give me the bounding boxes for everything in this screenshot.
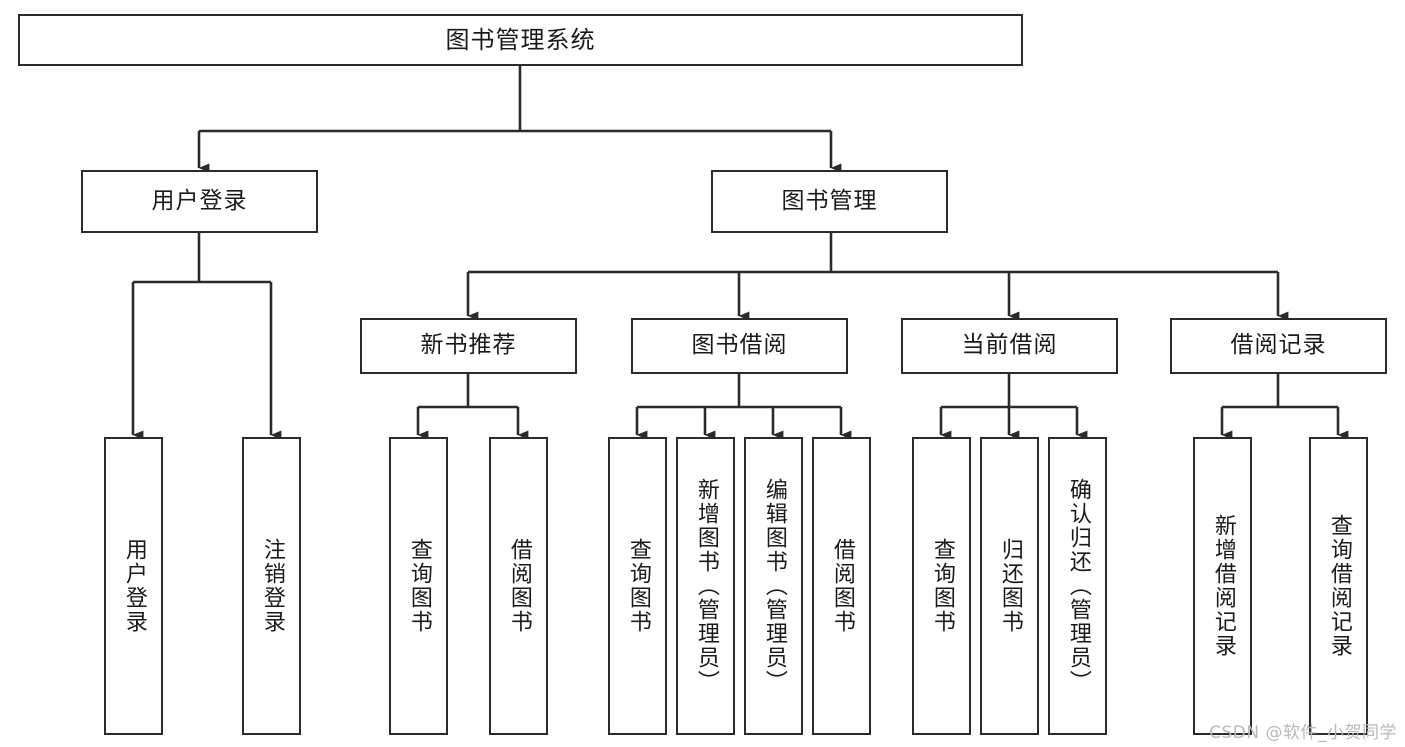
- leaf-record-add-record[interactable]: 新增借阅记录: [1193, 437, 1252, 735]
- leaf-label: 借阅图书: [829, 538, 855, 634]
- leaf-user-login-signout[interactable]: 注销登录: [242, 437, 301, 735]
- leaf-newbook-borrow-book[interactable]: 借阅图书: [489, 437, 548, 735]
- leaf-label: 用户登录: [121, 538, 147, 634]
- leaf-borrow-add-book-admin[interactable]: 新增图书（管理员）: [676, 437, 735, 735]
- leaf-borrow-edit-book-admin[interactable]: 编辑图书（管理员）: [744, 437, 803, 735]
- leaf-label: 新增图书（管理员）: [693, 478, 719, 694]
- node-borrow-record[interactable]: 借阅记录: [1170, 318, 1387, 374]
- watermark-credit: CSDN @软件_小贺同学: [1209, 723, 1397, 743]
- leaf-label: 查询图书: [625, 538, 651, 634]
- node-book-management[interactable]: 图书管理: [711, 170, 948, 233]
- leaf-current-confirm-return-admin[interactable]: 确认归还（管理员）: [1048, 437, 1107, 735]
- node-new-book-recommend[interactable]: 新书推荐: [360, 318, 577, 374]
- leaf-label: 归还图书: [997, 538, 1023, 634]
- leaf-label: 查询图书: [406, 538, 432, 634]
- leaf-current-return-book[interactable]: 归还图书: [980, 437, 1039, 735]
- leaf-current-query-book[interactable]: 查询图书: [912, 437, 971, 735]
- leaf-label: 编辑图书（管理员）: [761, 478, 787, 694]
- leaf-label: 查询图书: [929, 538, 955, 634]
- leaf-borrow-query-book[interactable]: 查询图书: [608, 437, 667, 735]
- leaf-record-query-record[interactable]: 查询借阅记录: [1309, 437, 1368, 735]
- leaf-borrow-borrow-book[interactable]: 借阅图书: [812, 437, 871, 735]
- leaf-user-login-signin[interactable]: 用户登录: [104, 437, 163, 735]
- leaf-label: 新增借阅记录: [1210, 514, 1236, 658]
- node-root-book-management-system[interactable]: 图书管理系统: [18, 14, 1023, 66]
- leaf-label: 确认归还（管理员）: [1065, 478, 1091, 694]
- leaf-label: 注销登录: [259, 538, 285, 634]
- node-user-login[interactable]: 用户登录: [81, 170, 318, 233]
- leaf-label: 查询借阅记录: [1326, 514, 1352, 658]
- leaf-newbook-query-book[interactable]: 查询图书: [389, 437, 448, 735]
- leaf-label: 借阅图书: [506, 538, 532, 634]
- node-book-borrow[interactable]: 图书借阅: [631, 318, 848, 374]
- node-current-borrow[interactable]: 当前借阅: [901, 318, 1118, 374]
